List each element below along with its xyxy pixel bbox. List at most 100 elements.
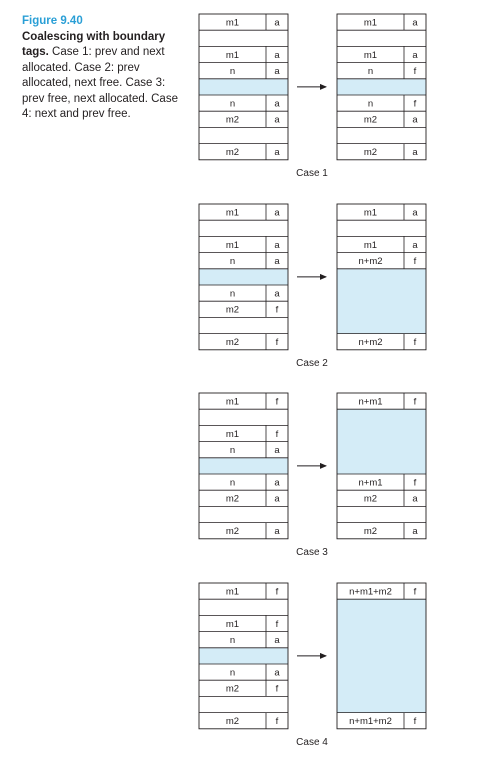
case2-after-merged-footer-size: n+m2 xyxy=(358,337,382,348)
case4-before-next-footer-cell xyxy=(199,712,288,729)
case4-before-cur-header-size: n xyxy=(230,635,235,646)
case2-before-cur-header-flag: a xyxy=(274,256,280,267)
figure-caption: Figure 9.40 Coalescing with boundary tag… xyxy=(22,14,182,123)
case2-before-cur-header-size: n xyxy=(230,256,235,267)
case1-after-next-footer-flag: a xyxy=(412,147,418,158)
case2-before-next-header-flag: f xyxy=(276,305,279,316)
case1-after-next-header-flag: a xyxy=(412,115,418,126)
case3-after-merged-header-flag: f xyxy=(414,397,417,408)
case3-after-outline xyxy=(336,392,427,540)
case4-after-merged-free-body xyxy=(337,599,426,713)
case3-after-next-footer-size: m2 xyxy=(364,526,377,537)
case4-before-prev-header-size: m1 xyxy=(226,587,239,598)
case1-before-next-header-size: m2 xyxy=(226,115,239,126)
case1-before-next-body xyxy=(199,127,288,144)
case3-after-next-footer-flag: a xyxy=(412,526,418,537)
case4-before-next-footer-size: m2 xyxy=(226,716,239,727)
case2-after-prev-body xyxy=(337,220,426,237)
case3-before-cur-body xyxy=(199,457,288,474)
case3-before-outline xyxy=(198,392,289,540)
case2-after-prev-footer-flag: a xyxy=(412,240,418,251)
case3-before-prev-body xyxy=(199,409,288,426)
case2-before-cur-footer-size: n xyxy=(230,289,235,300)
case2-before-next-header-cell xyxy=(199,301,288,318)
case4-before-prev-header-flag: f xyxy=(276,587,279,598)
case2-after-merged-footer-flag: f xyxy=(414,337,417,348)
case3-after-merged-footer-size: n+m1 xyxy=(358,478,382,489)
case3-before-cur-footer-flag: a xyxy=(274,478,280,489)
case1-after-prev-body xyxy=(337,30,426,47)
case4-before-cur-footer-flag: a xyxy=(274,668,280,679)
case4-before-next-header-cell xyxy=(199,680,288,697)
case1-before-outline xyxy=(198,13,289,161)
case3-after-next-body xyxy=(337,506,426,523)
figure-heading: Coalescing with boundary tags. xyxy=(22,30,166,59)
case1-after-prev-header-flag: a xyxy=(412,18,418,29)
case2-before-prev-footer-size: m1 xyxy=(226,240,239,251)
case4-before-prev-footer-size: m1 xyxy=(226,619,239,630)
case4-after-merged-footer-flag: f xyxy=(414,716,417,727)
case3-label: Case 3 xyxy=(296,547,328,558)
case3-before-next-body xyxy=(199,506,288,523)
case1-before-cur-header-size: n xyxy=(230,66,235,77)
case1-after-next-footer-size: m2 xyxy=(364,147,377,158)
case1-after-prev-header-size: m1 xyxy=(364,18,377,29)
case2-before-outline xyxy=(198,203,289,351)
case1-after-cur-body xyxy=(337,78,426,95)
case4-before-cur-header-flag: a xyxy=(274,635,280,646)
figure-number: Figure 9.40 xyxy=(22,15,83,27)
case1-before-prev-footer-size: m1 xyxy=(226,50,239,61)
case1-before-cur-footer-flag: a xyxy=(274,99,280,110)
case1-after-cur-header-flag: f xyxy=(414,66,417,77)
case4-label: Case 4 xyxy=(296,737,328,748)
case1-before-next-footer-size: m2 xyxy=(226,147,239,158)
case2-after-merged-header-flag: f xyxy=(414,256,417,267)
case1-before-cur-footer-size: n xyxy=(230,99,235,110)
case3-before-cur-header-size: n xyxy=(230,445,235,456)
case4-after-merged-footer-size: n+m1+m2 xyxy=(349,716,392,727)
case2-before-cur-footer-flag: a xyxy=(274,289,280,300)
case3-before-prev-footer-size: m1 xyxy=(226,429,239,440)
case3-after-merged-header-size: n+m1 xyxy=(358,397,382,408)
case4-before-outline xyxy=(198,582,289,730)
case2-after-outline xyxy=(336,203,427,351)
case1-before-prev-header-size: m1 xyxy=(226,18,239,29)
case3-before-prev-header-size: m1 xyxy=(226,397,239,408)
case4-before-prev-footer-cell xyxy=(199,615,288,632)
case2-before-prev-header-size: m1 xyxy=(226,208,239,219)
case2-after-prev-header-size: m1 xyxy=(364,208,377,219)
case2-before-next-header-size: m2 xyxy=(226,305,239,316)
case4-before-prev-body xyxy=(199,599,288,616)
case2-before-next-footer-flag: f xyxy=(276,337,279,348)
case1-label: Case 1 xyxy=(296,168,328,179)
case1-before-prev-header-flag: a xyxy=(274,18,280,29)
case2-after-prev-footer-size: m1 xyxy=(364,240,377,251)
case4-before-next-header-size: m2 xyxy=(226,684,239,695)
case3-before-prev-footer-flag: f xyxy=(276,429,279,440)
case4-before-cur-footer-size: n xyxy=(230,668,235,679)
case1-after-cur-footer-cell xyxy=(337,95,426,112)
case1-after-outline xyxy=(336,13,427,161)
case3-before-next-header-size: m2 xyxy=(226,494,239,505)
case2-after-prev-header-flag: a xyxy=(412,208,418,219)
case1-before-prev-footer-flag: a xyxy=(274,50,280,61)
case3-after-next-header-size: m2 xyxy=(364,494,377,505)
case2-after-merged-header-size: n+m2 xyxy=(358,256,382,267)
case2-before-prev-body xyxy=(199,220,288,237)
case3-before-next-header-flag: a xyxy=(274,494,280,505)
case2-before-next-footer-cell xyxy=(199,333,288,350)
case4-before-next-header-flag: f xyxy=(276,684,279,695)
case2-after-merged-free-body xyxy=(337,268,426,334)
case1-after-prev-footer-size: m1 xyxy=(364,50,377,61)
case4-before-prev-footer-flag: f xyxy=(276,619,279,630)
case1-after-next-body xyxy=(337,127,426,144)
case4-before-prev-header-cell xyxy=(199,583,288,600)
case1-before-next-header-flag: a xyxy=(274,115,280,126)
case2-label: Case 2 xyxy=(296,358,328,369)
case1-before-cur-header-flag: a xyxy=(274,66,280,77)
case3-before-next-footer-size: m2 xyxy=(226,526,239,537)
case1-after-cur-footer-size: n xyxy=(368,99,373,110)
case2-before-next-body xyxy=(199,317,288,334)
case4-after-merged-header-flag: f xyxy=(414,587,417,598)
